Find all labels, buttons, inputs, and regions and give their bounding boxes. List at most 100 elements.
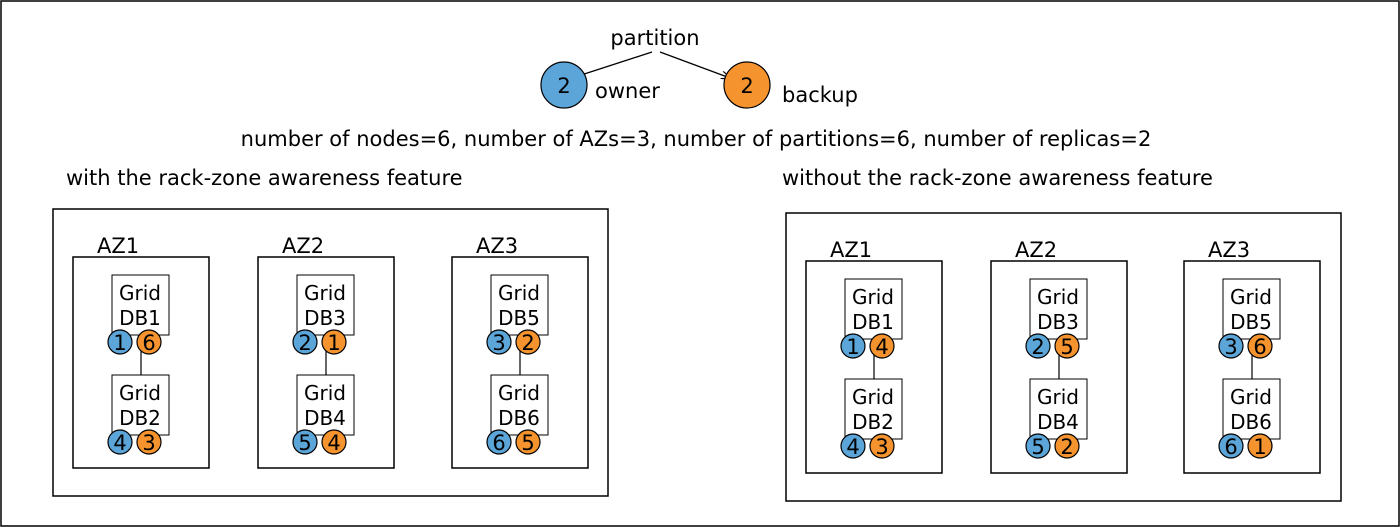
node-label-line2: DB4 — [304, 406, 346, 430]
node-box — [490, 374, 549, 436]
node-box — [296, 274, 355, 336]
legend-backup-arrow — [659, 51, 730, 78]
backup-partition-number: 2 — [1060, 435, 1073, 459]
node-label-line2: DB6 — [498, 406, 540, 430]
panel-2: without the rack-zone awareness featureA… — [782, 166, 1342, 502]
legend-backup-label: backup — [782, 83, 858, 107]
node-label-line2: DB2 — [119, 406, 161, 430]
owner-partition-number: 6 — [1224, 435, 1237, 459]
backup-partition — [321, 329, 347, 355]
panel-1: with the rack-zone awareness featureAZ1G… — [52, 166, 609, 497]
node-label-line1: Grid — [852, 285, 894, 309]
zone-label: AZ3 — [1208, 238, 1250, 262]
owner-partition-number: 1 — [846, 335, 859, 359]
backup-partition-number: 3 — [142, 431, 155, 455]
owner-partition — [486, 329, 512, 355]
backup-partition-number: 1 — [327, 331, 340, 355]
owner-partition — [840, 433, 866, 459]
node-box — [844, 378, 903, 440]
node-box — [490, 274, 549, 336]
node-box — [1222, 378, 1281, 440]
owner-partition-number: 5 — [298, 431, 311, 455]
node-label-line2: DB4 — [1037, 410, 1079, 434]
backup-partition — [1247, 333, 1273, 359]
zone-label: AZ2 — [1015, 238, 1057, 262]
owner-partition — [292, 429, 318, 455]
node-label-line2: DB3 — [304, 306, 346, 330]
node-label-line1: Grid — [1037, 285, 1079, 309]
owner-partition — [292, 329, 318, 355]
legend-owner-label: owner — [595, 79, 660, 103]
node-label-line2: DB5 — [1230, 310, 1272, 334]
legend: partition 2 2 owner backup — [540, 26, 858, 109]
legend-partition-label: partition — [610, 26, 699, 50]
backup-partition — [1247, 433, 1273, 459]
zone-label: AZ1 — [830, 238, 872, 262]
owner-partition-number: 5 — [1031, 435, 1044, 459]
node-label-line2: DB1 — [852, 310, 894, 334]
backup-partition-number: 1 — [1253, 435, 1266, 459]
legend-owner-arrow — [575, 51, 653, 77]
node-box — [1222, 278, 1281, 340]
backup-partition — [869, 333, 895, 359]
node-box — [1029, 378, 1088, 440]
owner-partition — [1218, 433, 1244, 459]
backup-partition-number: 4 — [327, 431, 340, 455]
backup-partition — [136, 429, 162, 455]
owner-partition — [840, 333, 866, 359]
backup-partition-number: 5 — [1060, 335, 1073, 359]
backup-partition — [1054, 333, 1080, 359]
legend-backup-value: 2 — [740, 74, 753, 98]
node-box — [1029, 278, 1088, 340]
legend-backup-circle — [723, 61, 771, 109]
owner-partition-number: 4 — [846, 435, 859, 459]
owner-partition-number: 3 — [492, 331, 505, 355]
owner-partition-number: 6 — [492, 431, 505, 455]
node-label-line2: DB5 — [498, 306, 540, 330]
backup-partition — [321, 429, 347, 455]
zone-label: AZ2 — [282, 234, 324, 258]
panel-title: without the rack-zone awareness feature — [782, 166, 1213, 190]
owner-partition — [1218, 333, 1244, 359]
node-label-line1: Grid — [119, 281, 161, 305]
backup-partition-number: 6 — [142, 331, 155, 355]
node-label-line2: DB1 — [119, 306, 161, 330]
zone-label: AZ1 — [97, 234, 139, 258]
node-label-line2: DB3 — [1037, 310, 1079, 334]
node-label-line1: Grid — [1230, 385, 1272, 409]
owner-partition — [107, 329, 133, 355]
owner-partition-number: 2 — [298, 331, 311, 355]
owner-partition — [107, 429, 133, 455]
backup-partition-number: 5 — [521, 431, 534, 455]
node-label-line1: Grid — [119, 381, 161, 405]
summary-text: number of nodes=6, number of AZs=3, numb… — [241, 127, 1152, 151]
owner-partition-number: 3 — [1224, 335, 1237, 359]
backup-partition-number: 3 — [875, 435, 888, 459]
node-label-line1: Grid — [852, 385, 894, 409]
legend-owner-circle — [540, 61, 588, 109]
owner-partition-number: 2 — [1031, 335, 1044, 359]
owner-partition — [486, 429, 512, 455]
node-label-line2: DB6 — [1230, 410, 1272, 434]
node-label-line1: Grid — [498, 281, 540, 305]
zone-label: AZ3 — [476, 234, 518, 258]
backup-partition — [136, 329, 162, 355]
node-label-line1: Grid — [1037, 385, 1079, 409]
node-label-line1: Grid — [304, 281, 346, 305]
backup-partition-number: 4 — [875, 335, 888, 359]
owner-partition — [1025, 433, 1051, 459]
backup-partition — [869, 433, 895, 459]
